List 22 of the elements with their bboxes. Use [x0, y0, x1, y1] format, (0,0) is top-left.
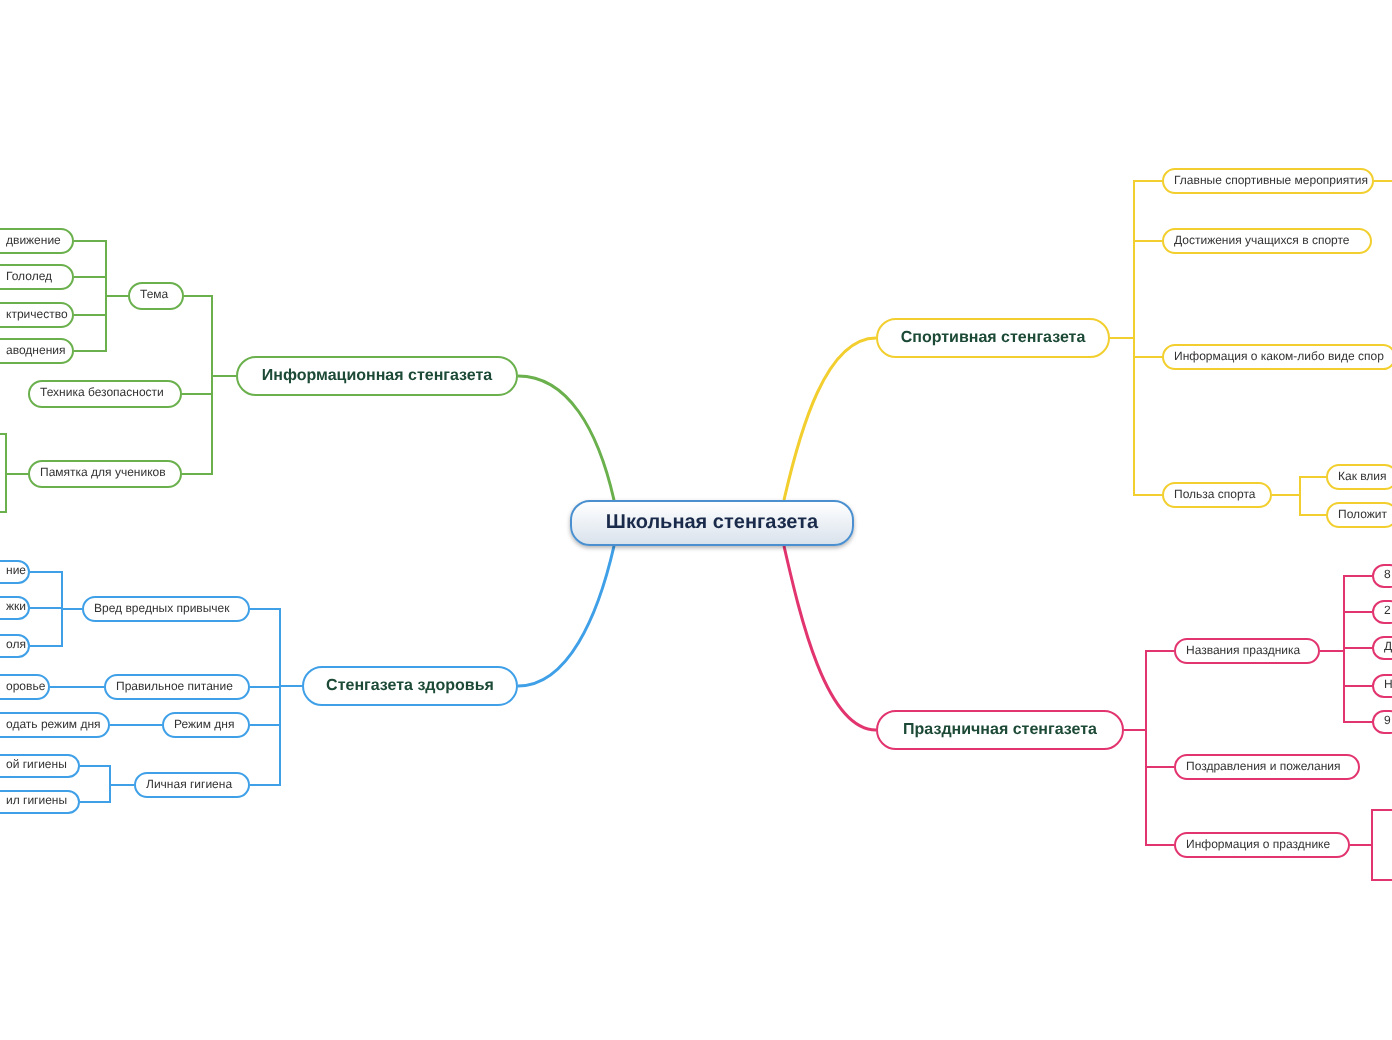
connector [517, 374, 616, 501]
connector [249, 685, 303, 786]
connector [73, 295, 129, 352]
connector [79, 784, 135, 803]
connector [1271, 494, 1327, 516]
connector [1109, 337, 1163, 496]
branch-topic: Праздничная стенгазета [876, 710, 1124, 750]
connector [181, 375, 237, 475]
connector [1373, 179, 1392, 182]
connector [1349, 844, 1392, 881]
connector [109, 724, 163, 726]
connector [0, 473, 29, 513]
connector [49, 686, 105, 688]
central-topic: Школьная стенгазета [570, 500, 854, 546]
connector [782, 336, 877, 501]
connector [1123, 729, 1175, 846]
connector [517, 545, 616, 688]
branch-topic: Спортивная стенгазета [876, 318, 1110, 358]
branch-topic: Стенгазета здоровья [302, 666, 518, 706]
connector [782, 545, 877, 732]
branch-topic: Информационная стенгазета [236, 356, 518, 396]
connector [1319, 650, 1373, 723]
